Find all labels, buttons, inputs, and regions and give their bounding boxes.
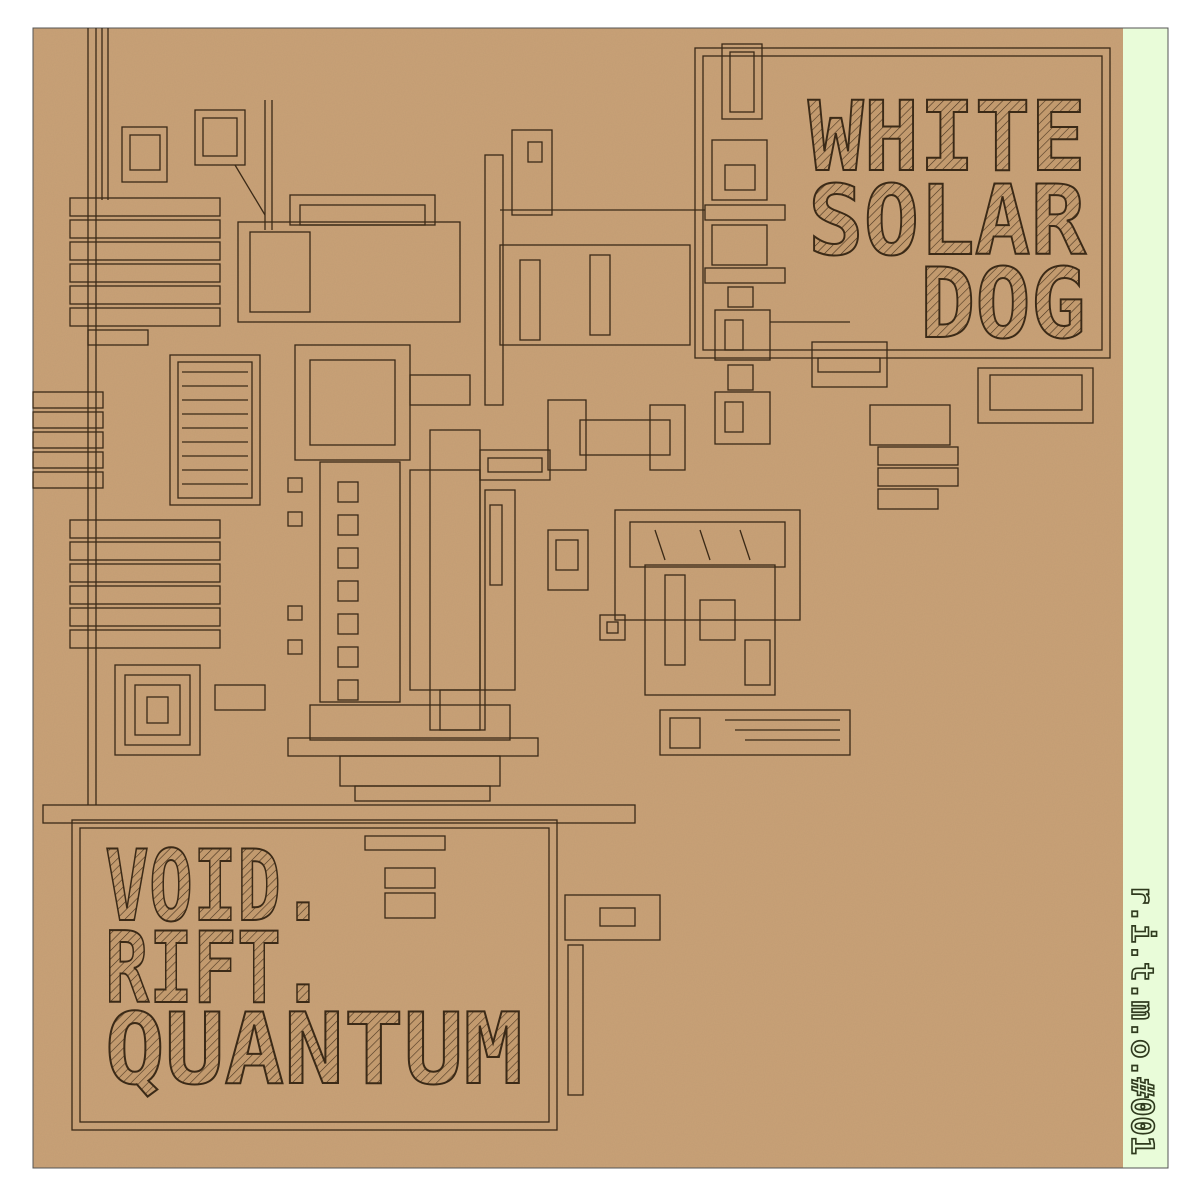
subtitle-line-2: RIFT. — [105, 912, 325, 1026]
subtitle-line-3: QUANTUM — [105, 993, 523, 1107]
album-subtitle: VOID. RIFT. QUANTUM — [104, 829, 524, 1108]
band-title: WHITE SOLAR DOG — [807, 80, 1087, 361]
title-line-2: SOLAR — [808, 165, 1086, 277]
subtitle-line-1: VOID. — [105, 830, 325, 944]
catalog-strip — [1123, 28, 1168, 1168]
catalog-number: r.i.t.m.o.#001 — [1124, 885, 1159, 1155]
frame-border — [32, 27, 1169, 1169]
machinery-drawing — [32, 28, 1111, 1131]
title-line-1: WHITE — [808, 81, 1086, 193]
title-line-3: DOG — [920, 248, 1086, 360]
